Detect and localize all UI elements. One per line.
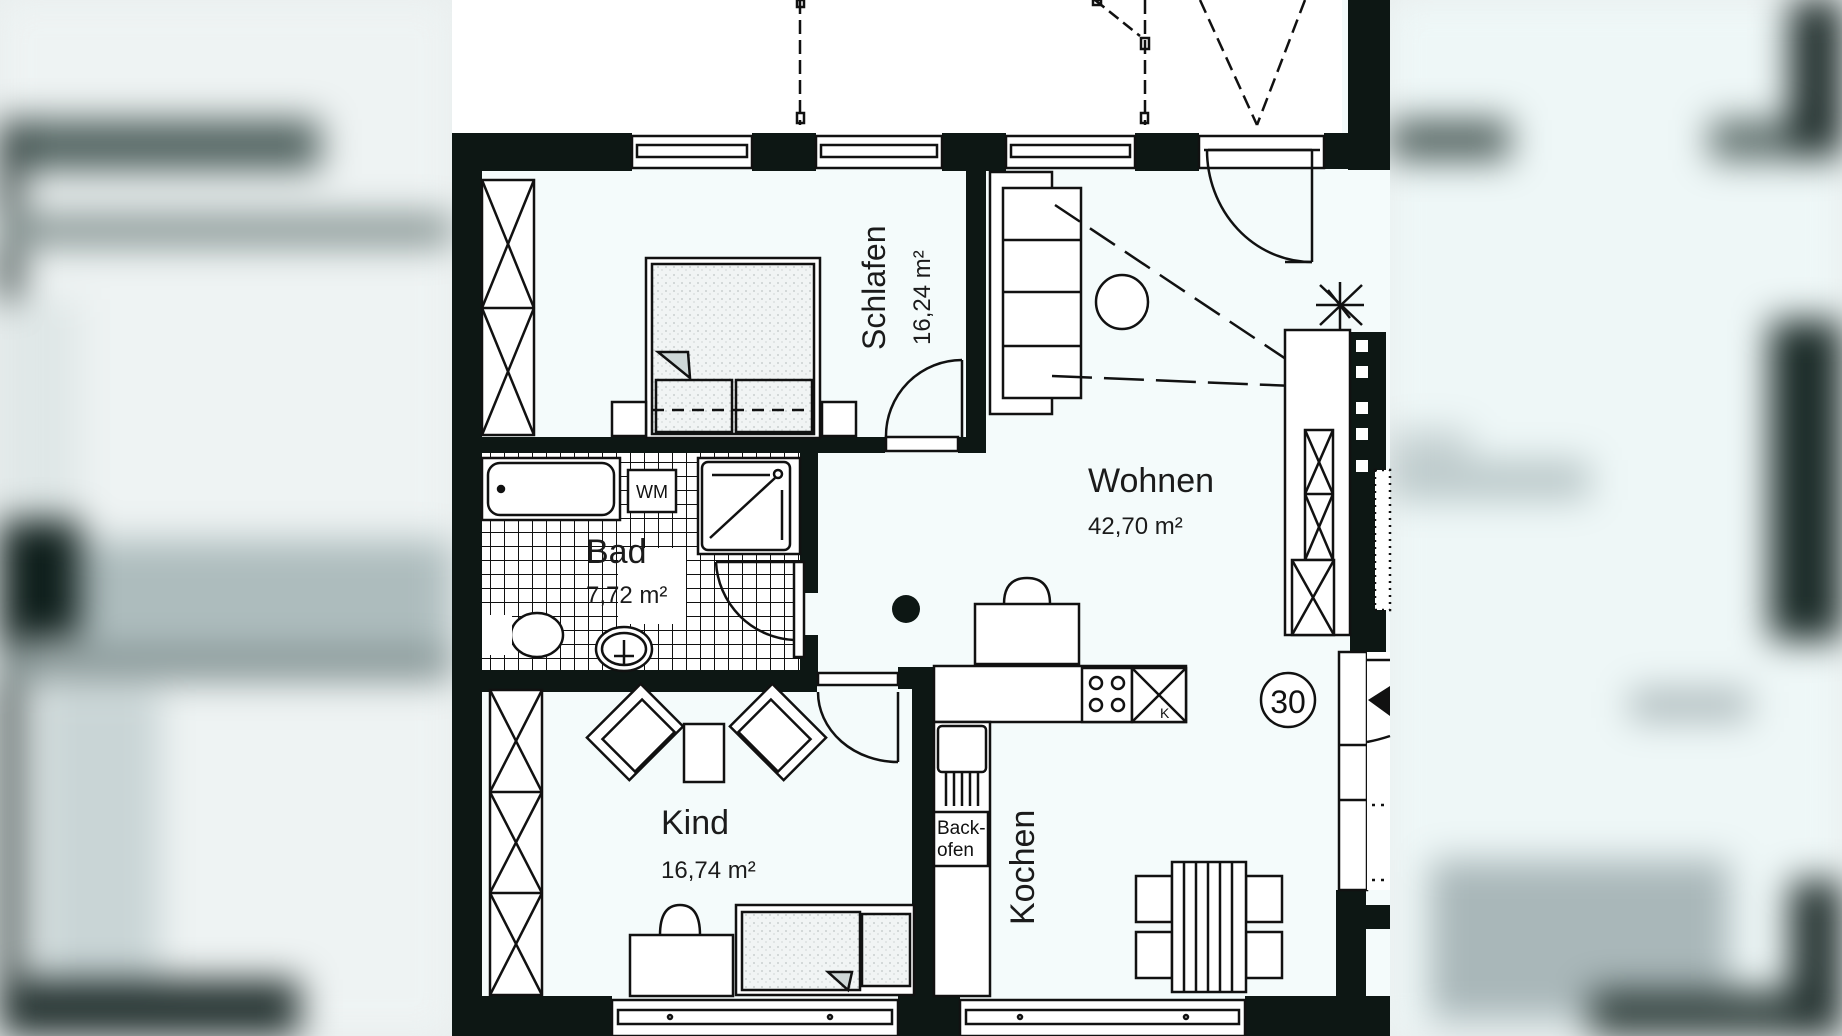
blurred-background-left [0,0,452,1036]
bad-area: 7,72 m² [586,582,667,609]
wohnen-label: Wohnen [1088,462,1214,500]
svg-text:Back-: Back- [937,818,986,839]
room-bad: WM Bad 7,72 m² [480,453,806,673]
desk-icon [628,903,735,998]
door-bad [714,560,806,659]
windows [610,134,1326,1036]
sink-icon [594,625,654,673]
door-schlafen [884,358,964,453]
tv-cabinet-icon [1283,328,1352,637]
right-wall-vents [1356,340,1368,472]
wardrobe-icon [488,688,544,997]
wohnen-area: 42,70 m² [1088,513,1183,540]
door-kind [816,671,900,764]
balcony-door [1205,148,1314,264]
schlafen-label: Schlafen [856,225,892,350]
kind-area: 16,74 m² [661,857,756,884]
round-table-icon [1094,273,1150,331]
oven-icon: Back- ofen [932,810,990,868]
washing-machine-icon: WM [626,468,678,514]
side-table-icon [682,722,726,784]
svg-text:WM: WM [636,482,668,502]
schlafen-area: 16,24 m² [909,250,936,345]
single-bed-icon [734,903,916,997]
room-kind: Kind 16,74 m² [488,671,916,998]
armchair-icon [585,682,685,782]
blurred-background-right [1390,0,1842,1036]
sofa-icon [988,170,1083,416]
walls [452,0,1390,1036]
tv-sightlines [1051,203,1296,388]
toilet-icon [482,611,565,659]
bad-label: Bad [586,533,647,571]
shower-icon [696,456,802,556]
kochen-label: Kochen [1004,810,1042,925]
desk-icon [973,576,1081,666]
room-kochen: K Back- ofen Kochen [932,664,1284,998]
double-bed-icon [610,256,858,440]
wardrobe-icon [480,178,536,437]
kitchen-counter: K [932,664,1188,724]
svg-text:ofen: ofen [937,840,974,861]
svg-text:K: K [1160,705,1170,721]
plant-icon [1316,282,1364,330]
bathtub-icon [480,456,622,522]
balcony-outline [795,0,1307,126]
svg-text:30: 30 [1270,684,1306,720]
armchair-icon [728,682,828,782]
unit-number-marker: 30 [1259,671,1317,729]
room-wohnen: Wohnen 42,70 m² [892,148,1364,666]
dining-table-icon [1134,860,1284,994]
ceiling-light-icon [892,595,920,623]
entrance-door [1337,468,1392,892]
kind-label: Kind [661,804,729,842]
room-schlafen: Schlafen 16,24 m² [480,178,964,453]
